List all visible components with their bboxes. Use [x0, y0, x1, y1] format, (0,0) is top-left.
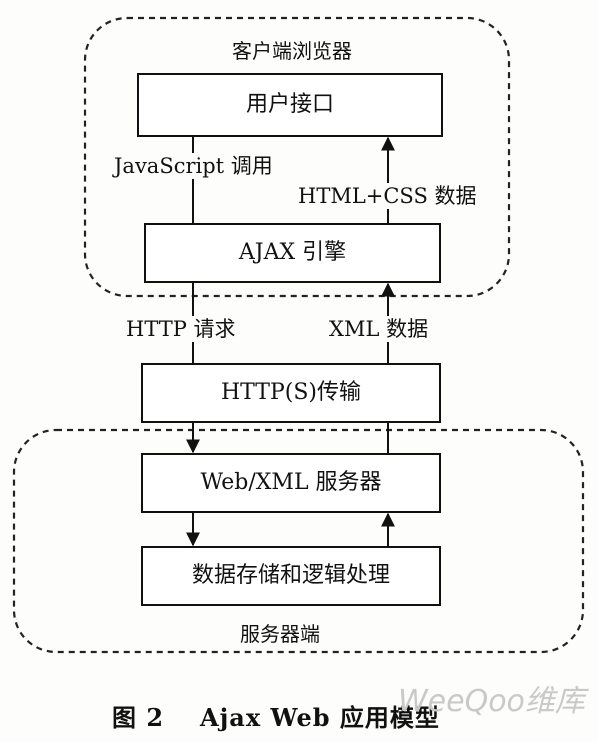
server-region-label: 服务器端 [240, 622, 320, 646]
html-css-data-label: HTML+CSS 数据 [296, 183, 479, 209]
web-xml-server-label: Web/XML 服务器 [200, 470, 382, 495]
figure-title: Ajax Web 应用模型 [200, 703, 440, 732]
storage-logic-box [141, 546, 441, 606]
user-interface-box [137, 73, 443, 137]
client-region-label: 客户端浏览器 [232, 39, 352, 63]
ajax-engine-label: AJAX 引擎 [238, 240, 347, 265]
ajax-engine-box [144, 223, 441, 283]
js-call-label: JavaScript 调用 [112, 153, 275, 179]
user-interface-label: 用户接口 [245, 92, 334, 117]
http-transfer-box [141, 363, 441, 423]
http-request-label: HTTP 请求 [124, 316, 238, 342]
client-region-border [83, 16, 511, 298]
watermark-logo: WeeQoo维库 [398, 684, 585, 719]
server-region-border [12, 428, 585, 654]
storage-logic-label: 数据存储和逻辑处理 [191, 563, 390, 588]
http-transfer-label: HTTP(S)传输 [221, 380, 361, 405]
web-xml-server-box [141, 453, 441, 513]
xml-data-label: XML 数据 [327, 316, 431, 342]
figure-number: 图 2 [112, 703, 165, 732]
